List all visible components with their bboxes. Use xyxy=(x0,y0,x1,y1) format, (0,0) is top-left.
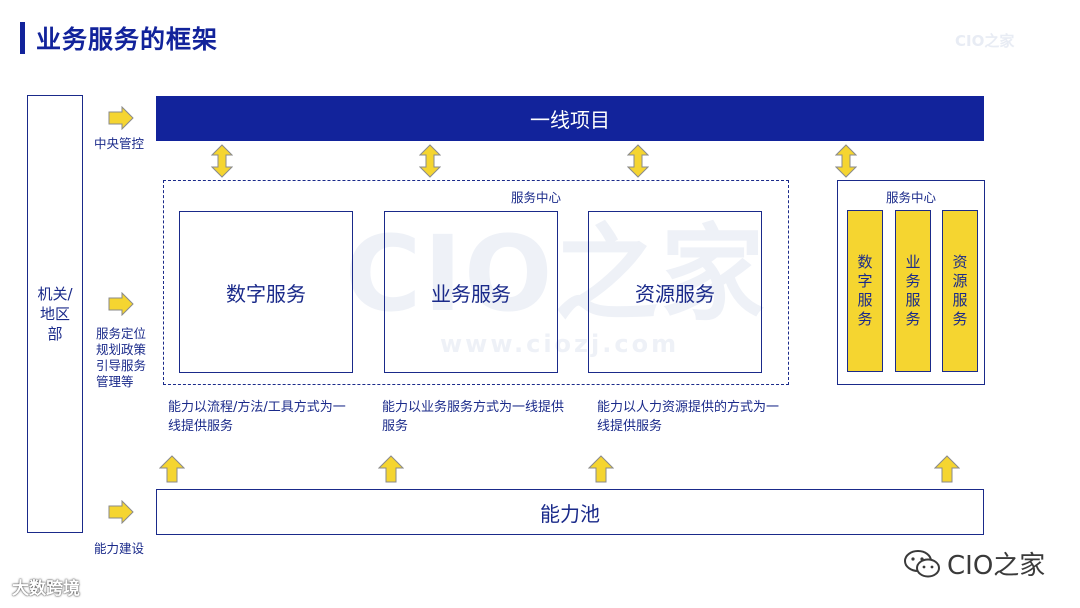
page-title: 业务服务的框架 xyxy=(36,25,219,54)
description-digital: 能力以流程/方法/工具方式为一线提供服务 xyxy=(168,400,346,434)
watermark: CIO之家 xyxy=(345,213,767,335)
double-arrow-icon xyxy=(835,144,857,178)
central-control-label: 中央管控 xyxy=(94,136,145,151)
positioning-label: 服务定位 规划政策 引导服务 管理等 xyxy=(96,326,146,390)
double-arrow-icon xyxy=(211,144,233,178)
capability-pool-label: 能力池 xyxy=(540,501,600,526)
business-service-label: 业务服务 xyxy=(431,281,511,306)
service-center-main xyxy=(163,180,789,385)
business-service-box: 业务服务 xyxy=(384,211,558,373)
service-center-main-label: 服务中心 xyxy=(511,190,562,205)
description-resource: 能力以人力资源提供的方式为一线提供服务 xyxy=(597,400,780,434)
resource-service-label: 资源服务 xyxy=(635,281,715,306)
resource-service-column-label: 资源服务 xyxy=(952,253,968,328)
positioning-line: 管理等 xyxy=(96,374,134,389)
resource-service-column: 资源服务 xyxy=(942,210,978,372)
brand-bottom-text: CIO之家 xyxy=(947,551,1046,581)
up-arrow-icon xyxy=(588,455,614,483)
digital-service-column: 数字服务 xyxy=(847,210,883,372)
right-arrow-icon xyxy=(108,292,134,316)
frontline-project-bar: 一线项目 xyxy=(156,96,984,141)
watermark-url: www.ciozj.com xyxy=(440,330,680,358)
up-arrow-icon xyxy=(378,455,404,483)
left-column-box: 机关/地区部 xyxy=(27,95,83,533)
right-arrow-icon xyxy=(108,500,134,524)
brand-top: CIO之家 xyxy=(955,32,1015,50)
wechat-icon xyxy=(904,549,940,577)
title-accent-bar xyxy=(20,22,25,54)
resource-service-box: 资源服务 xyxy=(588,211,762,373)
brand-bottom: CIO之家 xyxy=(903,545,1045,582)
business-service-column-label: 业务服务 xyxy=(905,253,921,328)
digital-service-box: 数字服务 xyxy=(179,211,353,373)
frontline-project-label: 一线项目 xyxy=(530,108,610,132)
business-service-column: 业务服务 xyxy=(895,210,931,372)
capability-building-label: 能力建设 xyxy=(94,541,145,556)
digital-service-column-label: 数字服务 xyxy=(857,253,873,328)
up-arrow-icon xyxy=(934,455,960,483)
positioning-line: 服务定位 xyxy=(96,326,147,341)
positioning-line: 规划政策 xyxy=(96,342,147,357)
left-column-label: 机关/地区部 xyxy=(37,285,73,343)
capability-pool-bar: 能力池 xyxy=(156,489,984,535)
right-arrow-icon xyxy=(108,106,134,130)
positioning-line: 引导服务 xyxy=(96,358,147,373)
double-arrow-icon xyxy=(627,144,649,178)
brand-bottom-left: 大数跨境 xyxy=(12,579,80,599)
up-arrow-icon xyxy=(159,455,185,483)
service-center-right xyxy=(837,180,985,385)
description-business: 能力以业务服务方式为一线提供服务 xyxy=(382,400,565,434)
digital-service-label: 数字服务 xyxy=(226,281,306,306)
service-center-right-label: 服务中心 xyxy=(886,190,937,205)
double-arrow-icon xyxy=(419,144,441,178)
